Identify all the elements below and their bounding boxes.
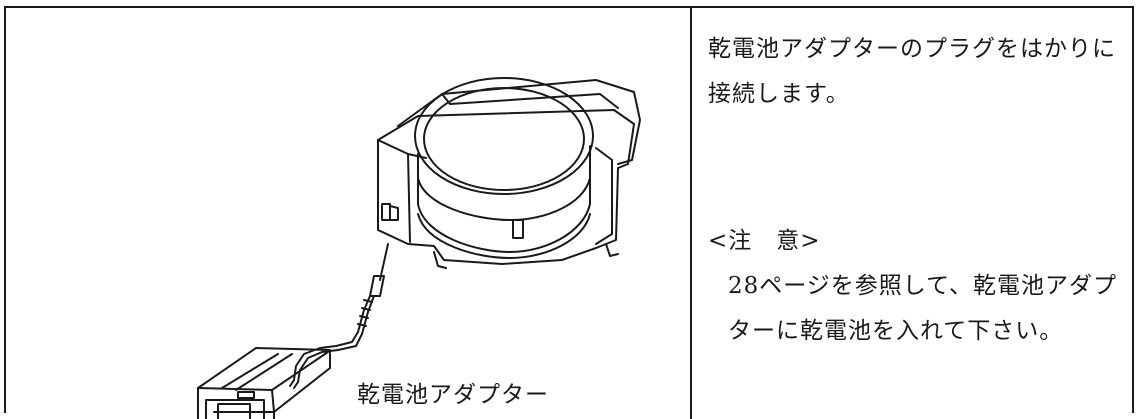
note-heading: <注 意> xyxy=(708,228,821,254)
instruction-column: 乾電池アダプターのプラグをはかりに接続します。 <注 意> 28ページを参照して… xyxy=(708,27,1133,354)
instruction-text: 乾電池アダプターのプラグをはかりに接続します。 xyxy=(708,36,1116,107)
column-divider xyxy=(690,6,692,419)
scale-with-adapter-drawing xyxy=(197,77,641,419)
figure-frame xyxy=(4,6,1134,413)
note-body: 28ページを参照して、乾電池アダプターに乾電池を入れて下さい。 xyxy=(728,273,1117,344)
scale-illustration: 乾電池アダプター xyxy=(6,8,690,419)
adapter-cable xyxy=(289,243,389,389)
scale-body xyxy=(377,77,641,269)
adapter-label: 乾電池アダプター xyxy=(357,382,549,408)
battery-adapter-box xyxy=(197,347,331,419)
